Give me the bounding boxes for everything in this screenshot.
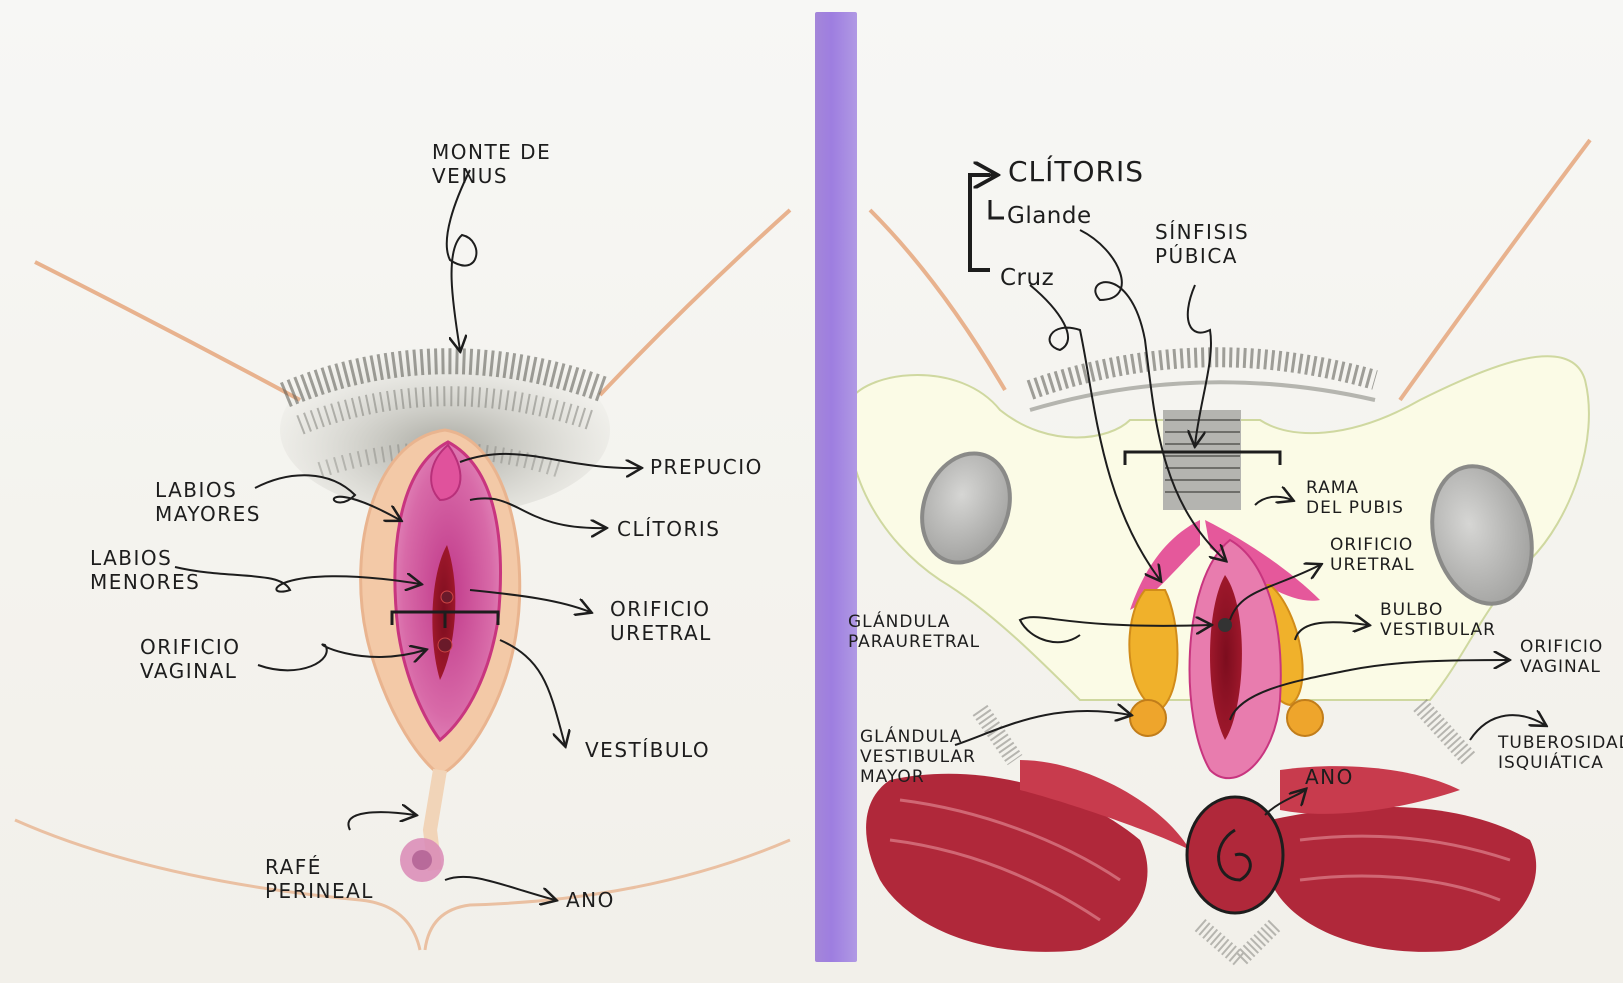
label-orificio-vaginal-left: ORIFICIO VAGINAL	[140, 635, 241, 683]
label-orificio-uretral-right: ORIFICIO URETRAL	[1330, 535, 1415, 575]
label-glandula-vestibular-mayor: GLÁNDULA VESTIBULAR MAYOR	[860, 727, 976, 787]
label-rafe-perineal: RAFÉ PERINEAL	[265, 855, 374, 903]
label-glandula-parauretral: GLÁNDULA PARAURETRAL	[848, 612, 980, 652]
panel-divider	[815, 12, 857, 962]
label-vestibulo: VESTÍBULO	[585, 738, 710, 762]
label-clitoris-left: CLÍTORIS	[617, 517, 720, 541]
label-ano-left: ANO	[566, 888, 615, 912]
label-monte-de-venus: MONTE DE VENUS	[432, 140, 551, 188]
label-clitoris-right: CLÍTORIS	[1008, 156, 1144, 188]
label-orificio-uretral-left: ORIFICIO URETRAL	[610, 597, 712, 645]
label-labios-menores: LABIOS MENORES	[90, 546, 200, 594]
label-cruz: Cruz	[1000, 265, 1054, 292]
label-prepucio: PREPUCIO	[650, 455, 763, 479]
label-orificio-vaginal-right: ORIFICIO VAGINAL	[1520, 637, 1603, 677]
label-ano-right: ANO	[1305, 765, 1354, 789]
label-rama-del-pubis: RAMA DEL PUBIS	[1306, 478, 1404, 518]
label-sinfisis-pubica: SÍNFISIS PÚBICA	[1155, 220, 1249, 268]
label-tuberosidad-isquiatica: TUBEROSIDAD ISQUIÁTICA	[1498, 733, 1623, 773]
label-labios-mayores: LABIOS MAYORES	[155, 478, 261, 526]
label-bulbo-vestibular: BULBO VESTIBULAR	[1380, 600, 1496, 640]
label-glande: Glande	[1007, 203, 1092, 230]
